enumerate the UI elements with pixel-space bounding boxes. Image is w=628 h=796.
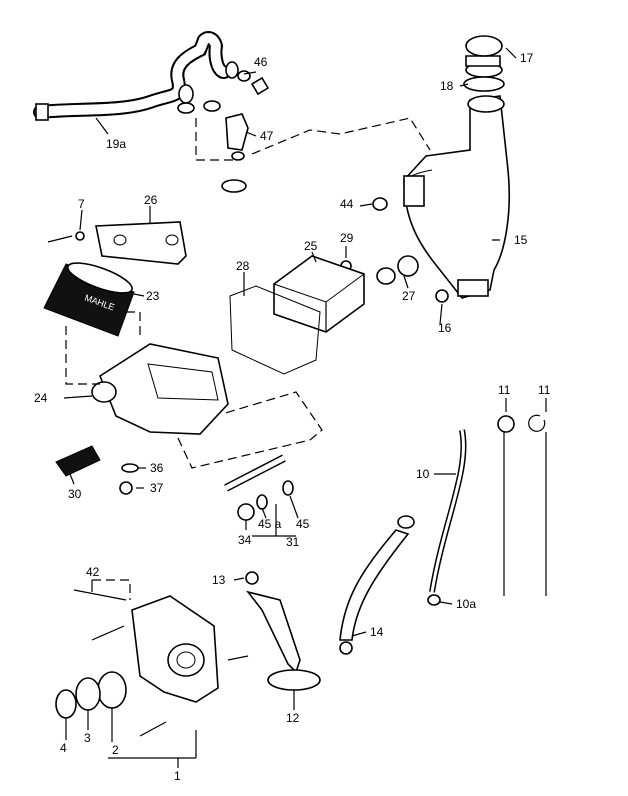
- oil-pipes: [224, 454, 294, 521]
- oil-cooler: [229, 255, 365, 375]
- label-13: 13: [212, 573, 226, 587]
- label-1: 1: [174, 769, 181, 783]
- oil-pickup: [245, 515, 415, 691]
- label-3: 3: [84, 731, 91, 745]
- label-18: 18: [440, 79, 454, 93]
- label-30: 30: [68, 487, 82, 501]
- label-42: 42: [86, 565, 100, 579]
- oil-filter: MAHLE: [43, 262, 135, 337]
- label-11-right: 11: [538, 383, 551, 397]
- label-4: 4: [60, 741, 67, 755]
- label-27: 27: [402, 289, 416, 303]
- leader-lines: [63, 47, 547, 768]
- label-17: 17: [520, 51, 534, 65]
- label-23: 23: [146, 289, 160, 303]
- oil-pump: [55, 589, 249, 737]
- label-15: 15: [514, 233, 528, 247]
- assembly-lines: [65, 117, 431, 600]
- label-36: 36: [150, 461, 164, 475]
- part-labels: 19a 46 47 7 26 17 18 44 15 25 29 28 27 1…: [34, 51, 551, 783]
- label-47: 47: [260, 129, 274, 143]
- heat-shield: [47, 221, 187, 265]
- label-10: 10: [416, 467, 430, 481]
- label-16: 16: [438, 321, 452, 335]
- label-29: 29: [340, 231, 354, 245]
- label-25: 25: [304, 239, 318, 253]
- label-24: 24: [34, 391, 48, 405]
- label-19a: 19a: [106, 137, 126, 151]
- oil-tank: [340, 35, 511, 303]
- label-45: 45: [296, 517, 310, 531]
- label-14: 14: [370, 625, 384, 639]
- label-2: 2: [112, 743, 119, 757]
- label-34: 34: [238, 533, 252, 547]
- label-10a: 10a: [456, 597, 476, 611]
- label-26: 26: [144, 193, 158, 207]
- label-28: 28: [236, 259, 250, 273]
- label-45a: 45 a: [258, 517, 282, 531]
- breather-hose: [33, 31, 270, 193]
- dipsticks: [427, 414, 547, 606]
- label-11-left: 11: [498, 383, 511, 397]
- label-44: 44: [340, 197, 354, 211]
- label-46: 46: [254, 55, 268, 69]
- label-37: 37: [150, 481, 164, 495]
- label-7: 7: [78, 197, 85, 211]
- filter-housing: [55, 343, 229, 495]
- label-31: 31: [286, 535, 300, 549]
- label-12: 12: [286, 711, 300, 725]
